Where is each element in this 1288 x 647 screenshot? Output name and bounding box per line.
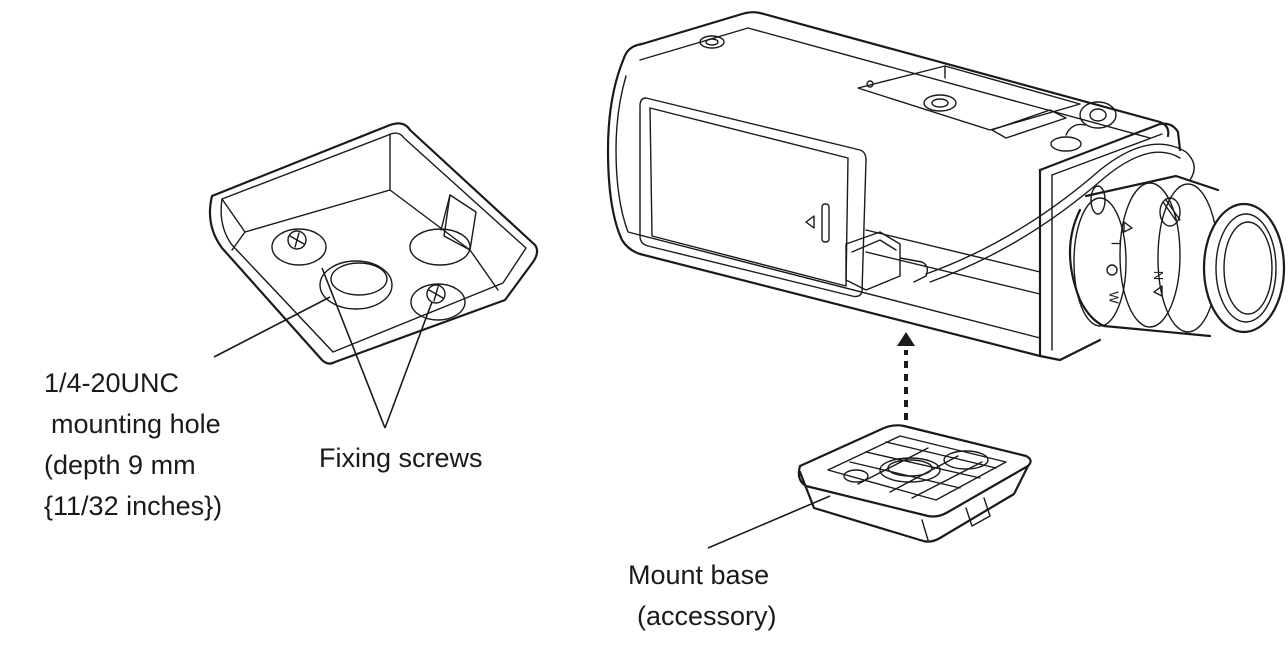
lens-marking-n: N (1151, 270, 1167, 281)
fixing-screws-label: Fixing screws (319, 443, 483, 473)
mounting-hole-label-line: {11/32 inches}) (44, 491, 223, 521)
mount-base-underside-detail (208, 122, 539, 365)
fixing-screw-left (271, 228, 327, 266)
fixing-screw-leader-right (384, 301, 433, 429)
fixing-screw-right (410, 283, 466, 321)
camera-lens (1068, 174, 1286, 338)
mount-base-label-line: Mount base (628, 560, 770, 590)
mount-base-label-line: (accessory) (637, 601, 777, 631)
mounting-hole-label-line: mounting hole (51, 409, 221, 439)
mount-base-accessory (797, 424, 1032, 543)
mounting-hole-label: 1/4-20UNC mounting hole (depth 9 mm {11/… (44, 363, 222, 527)
mount-base-leader (707, 495, 831, 549)
mounting-direction-arrow (897, 332, 915, 420)
mounting-hole-leader (213, 296, 331, 358)
mount-base-label: Mount base (accessory) (628, 555, 777, 637)
camera-body (606, 11, 1286, 362)
fixing-screw-leader-left (321, 267, 386, 429)
lens-marking-t: T (1108, 239, 1124, 248)
lens-marking-w: W (1106, 291, 1122, 304)
mounting-hole-label-line: 1/4-20UNC (44, 368, 180, 398)
mounting-hole-label-line: (depth 9 mm (44, 450, 196, 480)
